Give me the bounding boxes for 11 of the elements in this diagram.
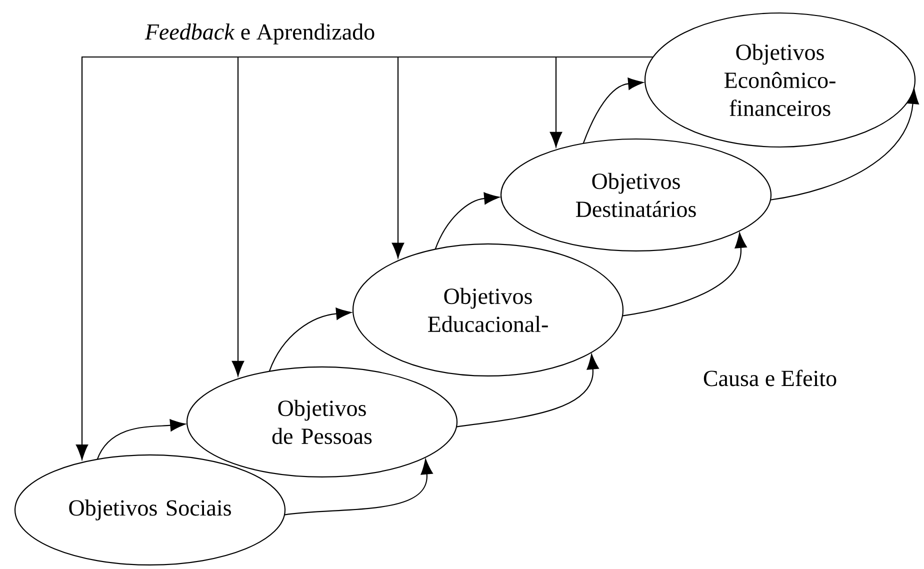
caption-text: Causa e Efeito	[704, 370, 836, 386]
arrow	[770, 88, 919, 200]
arrow	[550, 56, 654, 148]
arrow	[622, 232, 747, 316]
arrow	[96, 419, 186, 460]
arrow	[268, 308, 352, 372]
arrow	[582, 78, 644, 144]
arrow	[456, 354, 599, 428]
caption-text: Feedback e Aprendizado	[144, 24, 374, 44]
arrow	[284, 459, 433, 516]
arrow	[434, 192, 500, 250]
